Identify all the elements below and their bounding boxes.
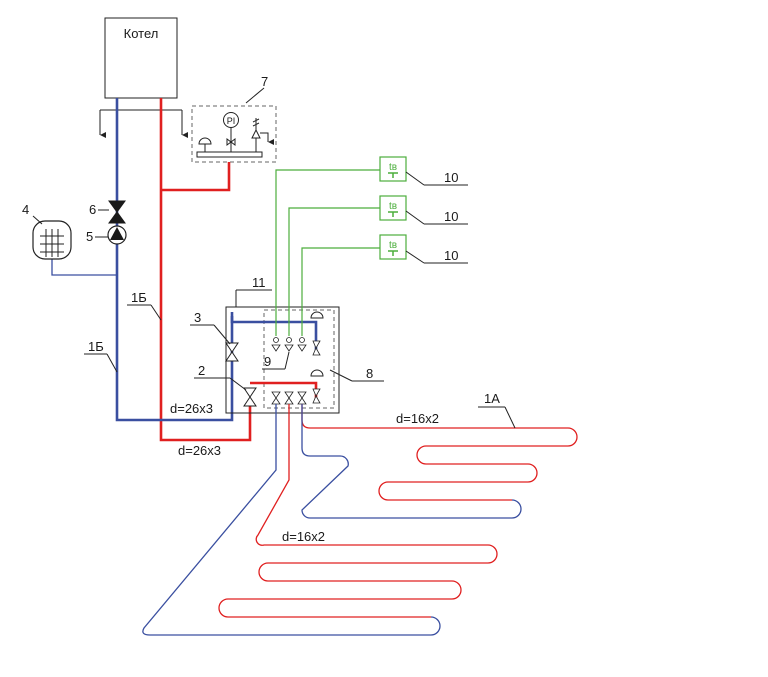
callout-5: 5 [86, 229, 93, 244]
supply-main-pipe [159, 98, 252, 442]
callout-line-7 [245, 87, 265, 104]
callout-leader-2 [229, 377, 247, 391]
boiler-label: Котел [124, 26, 159, 41]
callout-1a: 1А [484, 391, 500, 406]
supply-to-safety-group [161, 162, 231, 192]
floor-loop-a-return [301, 404, 522, 519]
callout-3: 3 [194, 310, 201, 325]
return-manifold [230, 316, 318, 355]
expansion-tank-connection [51, 258, 117, 276]
circulation-pump-icon [107, 225, 127, 245]
pressure-gauge-label: PI [227, 116, 236, 126]
pipe-size-supply-main: d=26x3 [178, 443, 221, 458]
room-thermostat-icon: tв [379, 234, 407, 260]
callout-leader-8 [329, 369, 353, 382]
return-manifold-actuators [271, 337, 307, 352]
floor-loop-a-supply [301, 404, 578, 501]
callout-line-4 [32, 215, 43, 225]
callout-10c: 10 [444, 248, 458, 263]
air-vent-icon [310, 369, 324, 404]
callout-7: 7 [261, 74, 268, 89]
floor-loop-b-supply [218, 404, 498, 618]
callout-line-10c-leader [405, 250, 425, 264]
boiler: Котел [99, 17, 188, 138]
gate-valve-icon [243, 387, 257, 407]
callout-2: 2 [198, 363, 205, 378]
manifold-cabinet [225, 306, 340, 414]
room-thermostat-icon: tв [379, 156, 407, 182]
callout-1b-lower: 1Б [88, 339, 104, 354]
callout-1b-upper: 1Б [131, 290, 147, 305]
thermostat-label-2: tв [389, 201, 397, 212]
pipe-size-loop-left: d=16x2 [282, 529, 325, 544]
supply-manifold-valves [271, 391, 307, 405]
supply-manifold [250, 381, 318, 400]
floor-loop-b-return [142, 404, 441, 636]
callout-leader-10b [405, 210, 425, 225]
callout-leader-1a [504, 406, 516, 429]
expansion-tank-icon [32, 220, 72, 260]
callout-leader-1b-lower [106, 353, 118, 373]
callout-11: 11 [252, 275, 266, 290]
callout-9: 9 [264, 354, 271, 369]
callout-10a: 10 [444, 170, 458, 185]
callout-6: 6 [89, 202, 96, 217]
callout-10b: 10 [444, 209, 458, 224]
gate-valve-icon [108, 200, 126, 224]
callout-leader-3 [213, 324, 231, 345]
safety-valve-icon [251, 118, 274, 152]
callout-8: 8 [366, 366, 373, 381]
callout-leader-9 [284, 351, 290, 370]
callout-leader-10a [405, 171, 425, 186]
thermostat-label-1: tв [389, 162, 397, 173]
safety-group: PI [191, 105, 277, 163]
room-thermostat-icon: tв [379, 195, 407, 221]
air-vent-icon [310, 311, 324, 356]
air-vent-icon [198, 137, 212, 152]
callout-4: 4 [22, 202, 29, 217]
callout-leader-1b-upper [150, 304, 162, 321]
control-wire-1 [275, 169, 380, 336]
pipe-size-return-main: d=26x3 [170, 401, 213, 416]
control-wire-2 [288, 207, 380, 336]
return-main-pipe [115, 98, 234, 422]
gate-valve-icon [225, 342, 239, 362]
thermostat-label-3: tв [389, 240, 397, 251]
pipe-size-loop-right: d=16x2 [396, 411, 439, 426]
pressure-gauge-icon: PI [223, 112, 239, 152]
control-wire-3 [301, 247, 380, 336]
